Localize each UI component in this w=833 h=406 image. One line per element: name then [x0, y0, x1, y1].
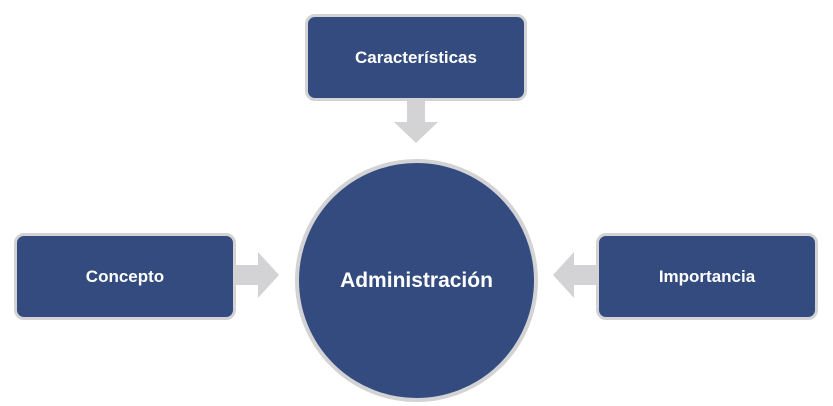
- center-node-administracion: Administración: [295, 159, 538, 402]
- node-importancia: Importancia: [596, 233, 818, 320]
- arrow-left-icon: [553, 252, 596, 298]
- arrow-right-icon: [236, 252, 279, 298]
- center-node-label: Administración: [340, 268, 493, 292]
- node-concepto-label: Concepto: [85, 266, 165, 286]
- node-importancia-label: Importancia: [658, 266, 756, 286]
- node-caracteristicas: Características: [305, 14, 527, 101]
- node-concepto: Concepto: [14, 233, 236, 320]
- node-caracteristicas-label: Características: [355, 47, 477, 67]
- arrow-down-icon: [394, 100, 438, 143]
